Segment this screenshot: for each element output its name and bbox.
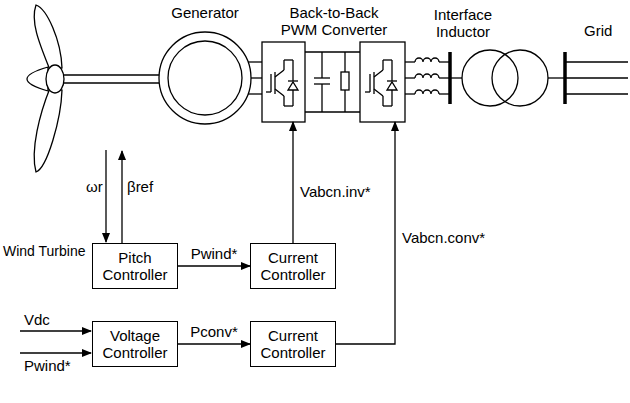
controller-box: Current Controller <box>250 243 336 289</box>
transformer <box>462 50 518 106</box>
part-name: Interface Inductor <box>418 6 508 40</box>
part-name: Wind Turbine <box>3 243 85 260</box>
box-label: Voltage Controller <box>97 327 173 361</box>
signal-name: Pconv* <box>189 323 239 340</box>
pwind-input <box>20 352 91 353</box>
signal-name: Vabcn.conv* <box>401 229 486 246</box>
generator-circle <box>159 32 251 124</box>
grid-line <box>565 61 628 62</box>
inverter-box <box>360 42 405 122</box>
speed-signal <box>105 150 106 242</box>
box-label: Current Controller <box>255 249 331 283</box>
wind-turbine <box>27 5 64 172</box>
signal-name: Vabcn.inv* <box>299 183 372 200</box>
pwm-converter: Back-to-Back PWM Converter <box>255 4 413 122</box>
dc-link-capacitor <box>314 52 330 112</box>
box-label: Pitch Controller <box>97 249 173 283</box>
signal-name: Pwind* <box>190 245 239 262</box>
signal-arrow <box>178 343 250 344</box>
igbt-symbol <box>365 60 397 106</box>
controller-box: Voltage Controller <box>92 321 178 367</box>
igbt-symbol <box>266 60 298 106</box>
box-label: Current Controller <box>255 327 331 361</box>
shaft <box>64 74 159 75</box>
signal-arrow <box>336 122 395 344</box>
signal-arrow <box>292 122 293 243</box>
controller-box: Pitch Controller <box>92 243 178 289</box>
pitch-signal <box>121 151 122 243</box>
part-name: Grid <box>584 22 612 39</box>
generator: Generator <box>150 4 260 21</box>
controller-box: Current Controller <box>250 321 336 367</box>
interface-inductor <box>405 58 450 94</box>
part-name: Back-to-Back PWM Converter <box>273 4 395 38</box>
vdc-input <box>20 330 91 331</box>
signal-name: βref <box>127 178 153 195</box>
signal-arrow <box>178 265 250 266</box>
signal-name: Pwind* <box>24 357 71 374</box>
rectifier-box <box>262 42 305 122</box>
signal-name: Vdc <box>24 311 50 328</box>
dc-link-resistor <box>341 52 349 112</box>
signal-name: ωr <box>86 178 103 195</box>
part-name: Generator <box>171 4 239 21</box>
